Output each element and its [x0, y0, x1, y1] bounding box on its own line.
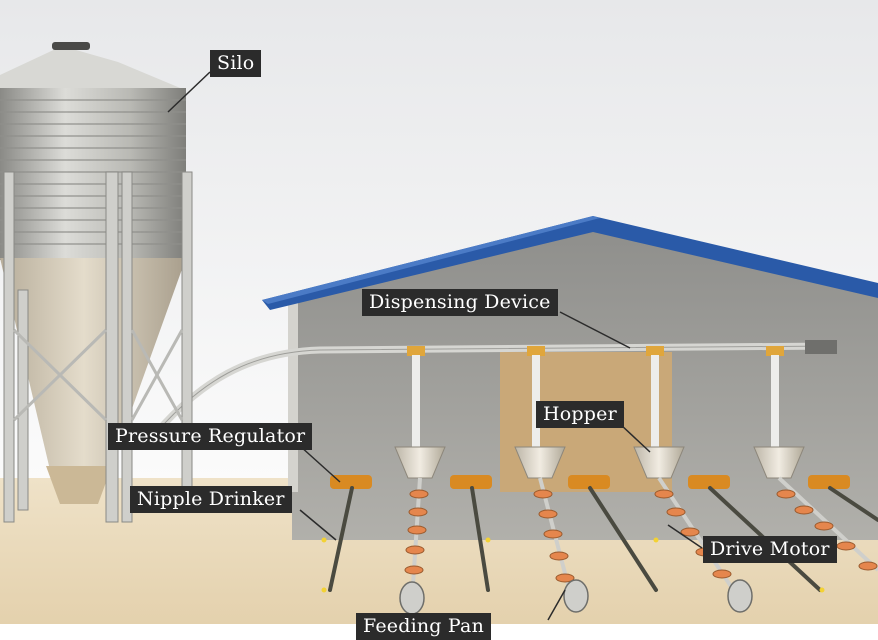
silo-label: Silo [210, 50, 262, 77]
nipple-drinkers [321, 537, 825, 593]
nipple-drinker-label: Nipple Drinker [130, 486, 292, 513]
hopper-label: Hopper [536, 401, 624, 428]
drive-motors [399, 579, 753, 615]
label-pointers [167, 71, 703, 621]
drive-motor-label: Drive Motor [703, 536, 837, 563]
dispensing-device-label: Dispensing Device [362, 289, 558, 316]
feeding-line-label: Feeding Pan [356, 613, 492, 640]
pressure-regulators [330, 475, 850, 489]
pressure-regulator-label: Pressure Regulator [108, 423, 313, 450]
silo-structure [0, 42, 193, 523]
hoppers [394, 346, 805, 479]
roof [262, 216, 878, 310]
